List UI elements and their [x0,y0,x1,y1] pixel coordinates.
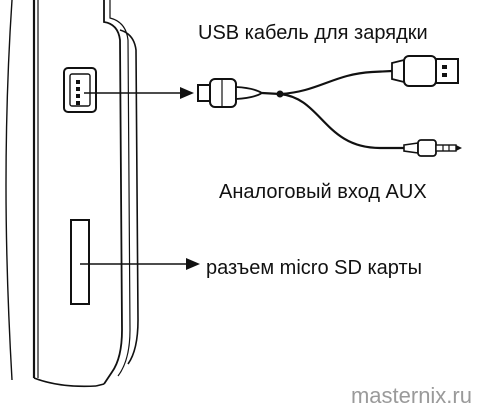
y-cable [197,55,462,157]
usb-cable-label: USB кабель для зарядки [198,22,428,44]
watermark: masternix.ru [351,383,472,408]
usb-arrow [84,87,194,99]
usb-a-plug-icon [391,55,459,87]
sd-slot-label: разъем micro SD карты [206,257,422,279]
sd-arrow [80,258,200,270]
audio-jack-icon [403,139,462,157]
aux-input-label: Аналоговый вход AUX [219,181,427,203]
device-body [5,0,139,388]
sd-slot-icon [70,219,90,305]
usb-port-icon [63,67,97,113]
mini-usb-plug-icon [197,78,264,108]
